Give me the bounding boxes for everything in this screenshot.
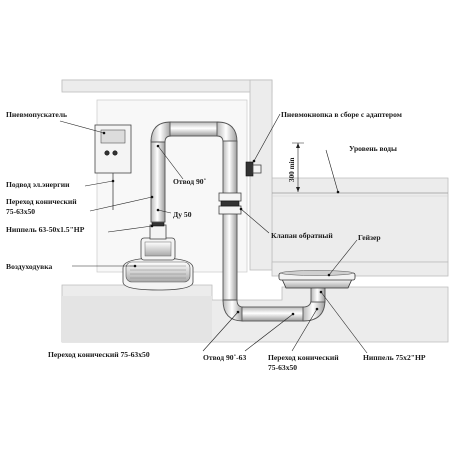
label-reducer-top-line2: 75-63х50 [6, 207, 35, 216]
descending-pipe [222, 140, 238, 302]
pool-side-wall [249, 79, 273, 271]
ground-fill [62, 296, 212, 342]
label-elbow-90-top: Отвод 90˚ [173, 177, 207, 186]
dimension-300: 300 min [288, 142, 304, 192]
label-reducer-bottom-left: Переход конический 75-63х50 [48, 350, 150, 359]
label-reducer-bottom-line1: Переход конический [268, 353, 339, 362]
geyser-nozzle [278, 270, 356, 289]
building-structure [61, 79, 449, 343]
dim-300-label: 300 min [288, 157, 296, 182]
label-du-50: Ду 50 [173, 210, 192, 219]
check-valve [218, 192, 242, 215]
pool-deck-top [61, 79, 273, 93]
label-power-supply: Подвод эл.энергии [6, 180, 70, 189]
label-nipple-75: Ниппель 75х2"НР [363, 353, 426, 362]
pneumatic-button [245, 161, 262, 177]
label-geyser: Гейзер [358, 233, 381, 242]
label-blower: Воздуходувка [6, 262, 52, 271]
pneumatic-starter-box [94, 124, 132, 210]
label-water-level: Уровень воды [349, 144, 397, 153]
label-pneumatic-button: Пневмокнопка в сборе с адаптером [281, 110, 402, 119]
leader-lines [59, 113, 368, 354]
top-horizontal-pipe [169, 121, 219, 137]
bottom-horizontal-pipe [241, 306, 305, 322]
label-check-valve: Клапан обратный [271, 231, 333, 240]
label-reducer-bottom-line2: 75-63х50 [268, 363, 297, 372]
label-reducer-top-line1: Переход конический [6, 197, 77, 206]
label-nipple-63: Ниппель 63-50х1.5"НР [6, 225, 85, 234]
label-pneumatic-starter: Пневмопускатель [6, 110, 67, 119]
label-elbow-90-63: Отвод 90˚-63 [203, 353, 246, 362]
blower-assembly [122, 219, 194, 291]
labels: Пневмопускатель Подвод эл.энергии Перехо… [6, 110, 426, 372]
